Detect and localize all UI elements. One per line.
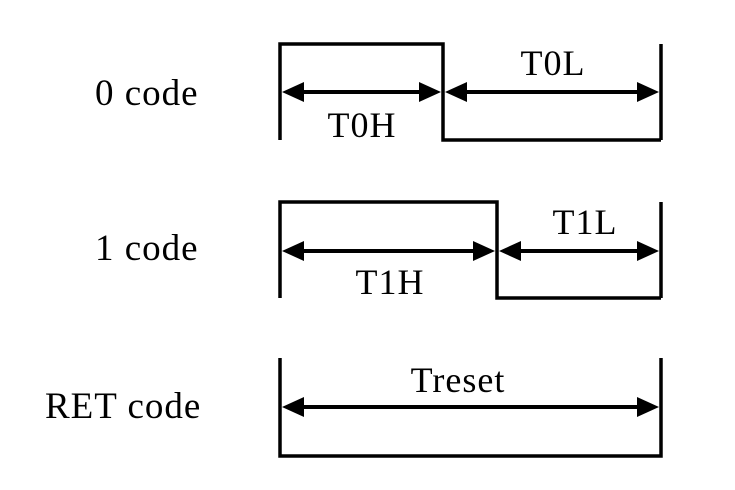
one-low-dimension-arrow — [499, 241, 659, 261]
zero-high-label: T0H — [328, 105, 397, 145]
treset-dimension-arrow — [282, 397, 659, 417]
one-high-dimension-arrow — [282, 241, 495, 261]
one-low-label: T1L — [553, 202, 618, 242]
one-code-row: 1 code T1H T1L — [95, 200, 663, 302]
ret-code-row: RET code Treset — [45, 358, 663, 458]
one-code-waveform — [278, 200, 663, 300]
zero-low-dimension-arrow — [445, 82, 659, 102]
ret-code-waveform — [278, 358, 663, 458]
zero-code-waveform — [278, 42, 663, 142]
zero-low-label: T0L — [521, 43, 586, 83]
ret-code-label: RET code — [45, 386, 201, 427]
zero-high-dimension-arrow — [282, 82, 441, 102]
zero-code-row: 0 code T0H T0L — [95, 42, 663, 145]
treset-label: Treset — [411, 360, 506, 400]
one-high-label: T1H — [356, 262, 425, 302]
zero-code-label: 0 code — [95, 73, 199, 114]
one-code-label: 1 code — [95, 228, 199, 269]
